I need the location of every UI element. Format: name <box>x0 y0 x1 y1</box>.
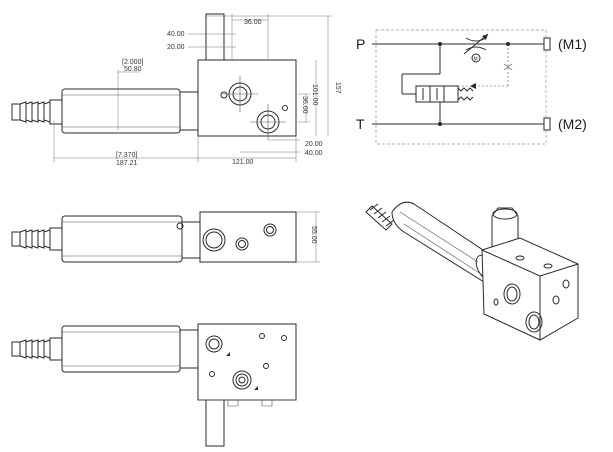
top-view: 40.00 20.00 36.00 157 [2.000] 50.80 36.0… <box>11 13 341 167</box>
dim-157: 157 <box>334 82 341 94</box>
dim-20-top: 20.00 <box>167 44 185 51</box>
side-view-connector <box>11 227 63 251</box>
bottom-view-port-lower <box>232 370 258 390</box>
top-view-stem <box>205 13 225 61</box>
side-view-valve-block <box>199 211 297 263</box>
dim-20-bottom: 20.00 <box>305 141 323 148</box>
dim-5500: 55.00 <box>310 226 317 244</box>
schematic-boundary <box>375 29 547 145</box>
bottom-view-stem <box>205 399 225 447</box>
motor-symbol-label: M <box>474 57 478 63</box>
bottom-view-solenoid <box>61 325 181 373</box>
port-label-p: P <box>356 36 365 52</box>
bottom-view-valve-block <box>197 323 297 401</box>
bottom-view-port-upper <box>205 335 230 356</box>
port-label-t: T <box>356 116 365 132</box>
top-view-solenoid <box>61 88 181 134</box>
dim-40-bottom: 40.00 <box>305 150 323 157</box>
dim-12100: 121.00 <box>232 159 254 166</box>
top-view-port-upper <box>222 76 258 112</box>
dim-7370-inch: [7.370] <box>116 152 137 159</box>
top-view-dimensions <box>53 14 332 162</box>
iso-connector <box>365 203 395 231</box>
side-view-solenoid <box>61 215 183 263</box>
hydraulic-schematic: M P T (M1) (M2) <box>356 29 587 145</box>
bottom-view <box>11 323 297 447</box>
dim-10100: 101.00 <box>311 84 318 106</box>
bottom-view-connector <box>11 337 63 361</box>
dim-18721: 187.21 <box>116 160 138 167</box>
iso-port-lower <box>525 311 543 333</box>
side-view: 55.00 <box>11 211 320 263</box>
side-view-port-right <box>263 223 277 237</box>
top-view-nut <box>179 91 199 131</box>
dim-2000-inch: [2.000] <box>122 59 143 66</box>
iso-port-upper <box>503 283 521 305</box>
isometric-view <box>365 201 579 341</box>
side-view-port-large <box>202 228 226 252</box>
dim-36-top: 36.00 <box>244 19 262 26</box>
top-view-connector <box>11 99 63 125</box>
dim-40-top: 40.00 <box>167 31 185 38</box>
top-view-port-lower <box>250 104 286 140</box>
dim-3600: 36.00 <box>301 96 308 114</box>
top-view-valve-block <box>197 59 297 137</box>
port-label-m2: (M2) <box>558 116 587 132</box>
side-view-port-small <box>235 237 249 251</box>
port-label-m1: (M1) <box>558 36 587 52</box>
motor-symbol <box>471 53 481 63</box>
dim-5080: 50.80 <box>124 66 142 73</box>
iso-valve-block <box>481 237 579 341</box>
